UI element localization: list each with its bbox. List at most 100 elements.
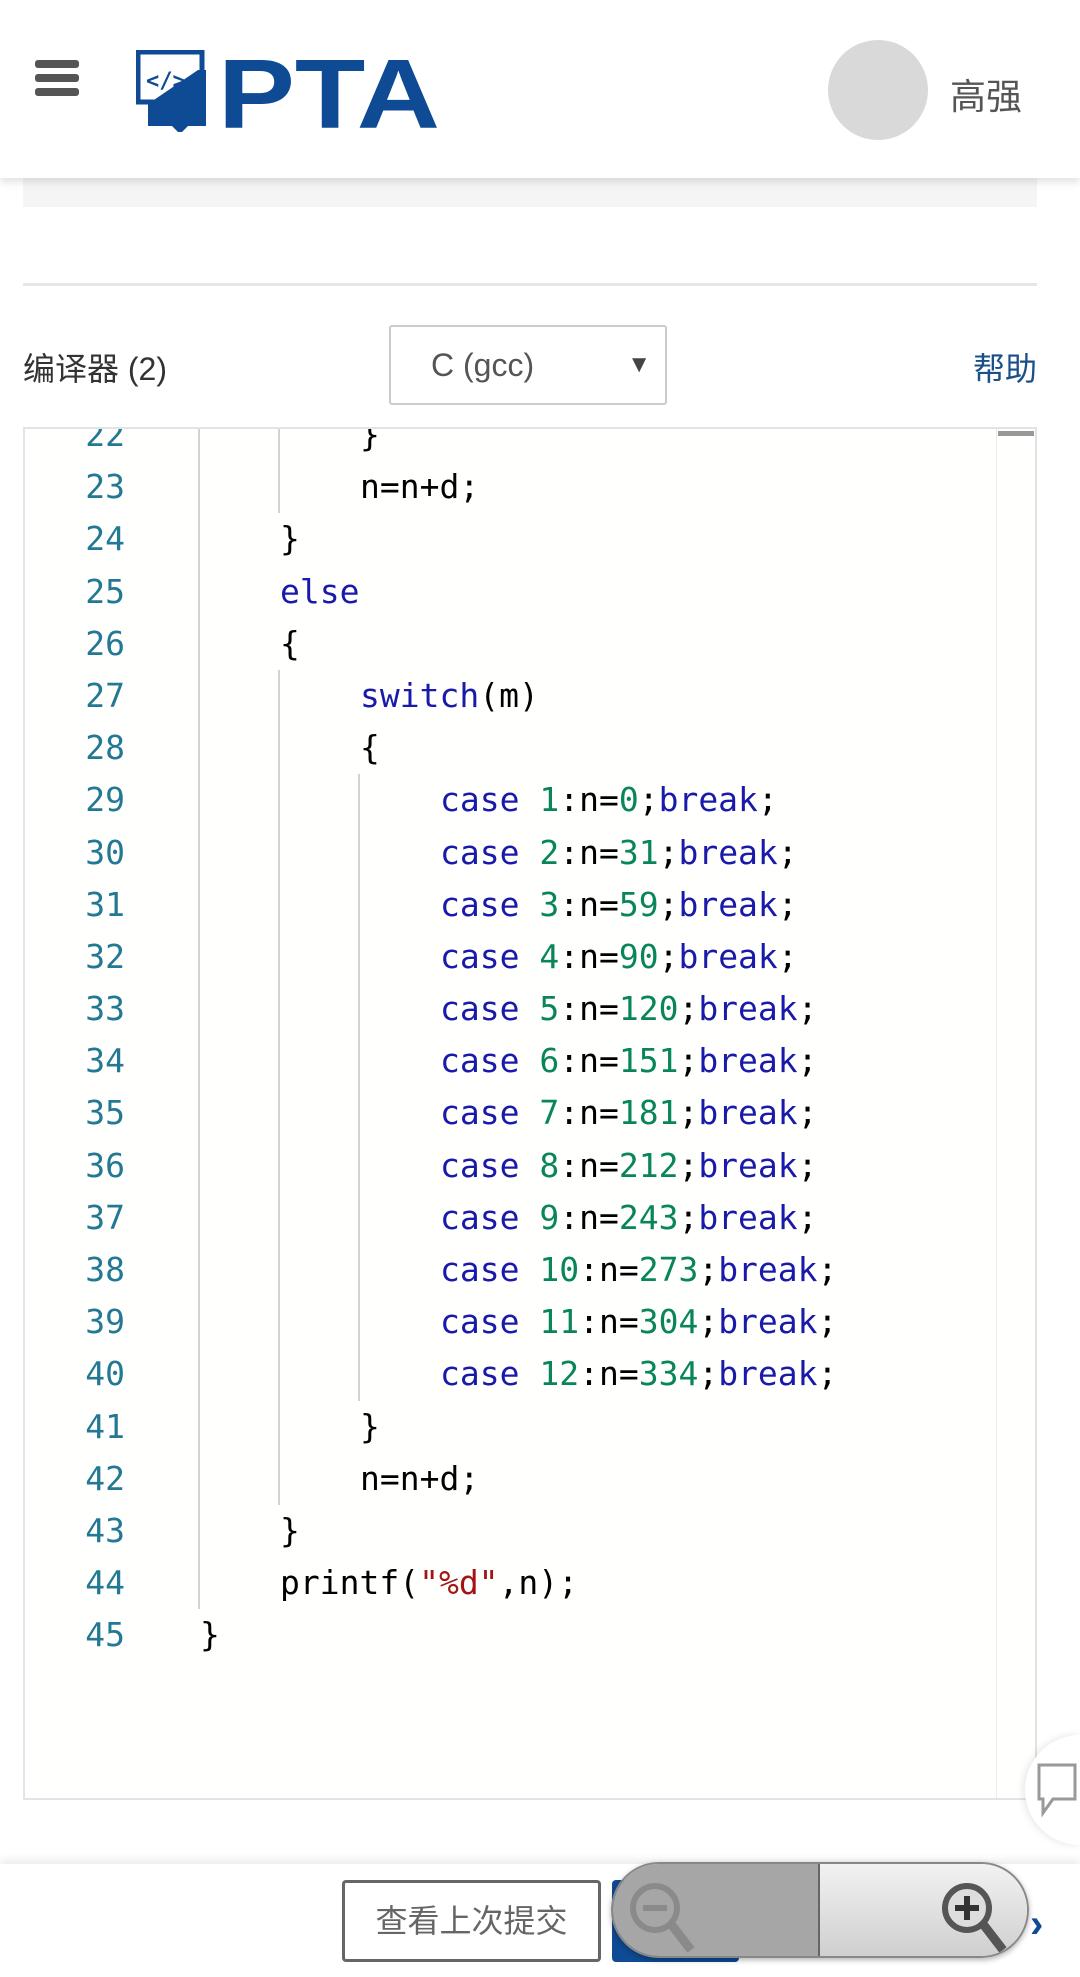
avatar[interactable] <box>828 40 928 140</box>
keyword-token: break <box>718 1302 818 1342</box>
indent-guide <box>278 930 280 984</box>
indent-guide <box>278 1035 280 1088</box>
keyword-token: case <box>440 936 540 976</box>
number-token: 11 <box>539 1302 580 1342</box>
indent-guide <box>198 826 200 879</box>
menu-icon[interactable] <box>35 60 79 96</box>
indent-guide <box>278 826 280 879</box>
view-last-submission-button[interactable]: 查看上次提交 <box>342 1880 601 1962</box>
line-number: 33 <box>85 989 125 1029</box>
indent-guide <box>198 1557 200 1610</box>
code-token: :n= <box>559 989 619 1029</box>
number-token: 2 <box>539 832 560 872</box>
code-token: :n= <box>579 1250 639 1289</box>
dropdown-arrow-icon: ▼ <box>627 351 651 378</box>
code-token: ; <box>797 1197 818 1237</box>
number-token: 5 <box>539 989 560 1029</box>
pta-logo[interactable]: </> PTA <box>135 39 446 149</box>
code-token: ; <box>777 936 798 976</box>
code-token: ; <box>698 1302 719 1342</box>
indent-guide <box>278 1139 280 1192</box>
keyword-token: switch <box>360 675 480 715</box>
keyword-token: else <box>280 571 360 611</box>
keyword-token: break <box>698 1041 798 1081</box>
line-number: 45 <box>85 1615 125 1655</box>
code-token: ; <box>797 1145 818 1185</box>
code-token: } <box>360 427 380 454</box>
code-token: ; <box>698 1354 719 1394</box>
line-number: 32 <box>85 936 125 976</box>
number-token: 273 <box>638 1250 699 1289</box>
keyword-token: case <box>440 780 540 820</box>
indent-guide <box>278 1296 280 1349</box>
line-number: 38 <box>85 1250 125 1289</box>
code-text: case 1:n=0;break; <box>440 774 778 826</box>
code-text: case 3:n=59;break; <box>440 879 798 931</box>
code-text: else <box>280 566 359 618</box>
code-token: n=n+d; <box>360 1458 480 1498</box>
string-token: "%d" <box>419 1563 499 1603</box>
line-number: 28 <box>85 728 125 768</box>
number-token: 120 <box>618 989 679 1029</box>
code-token: :n= <box>559 1197 619 1237</box>
code-token: :n= <box>579 1302 639 1342</box>
code-line: 45} <box>25 1609 995 1661</box>
keyword-token: case <box>440 1302 540 1342</box>
code-token: n=n+d; <box>360 467 480 507</box>
indent-guide <box>358 983 360 1036</box>
keyword-token: break <box>678 832 778 872</box>
line-number: 44 <box>85 1563 125 1603</box>
scrollbar-thumb[interactable] <box>998 431 1034 436</box>
compiler-select[interactable]: C (gcc) ▼ <box>389 325 667 405</box>
indent-guide <box>278 669 280 723</box>
code-text: switch(m) <box>360 670 539 722</box>
keyword-token: case <box>440 1041 540 1081</box>
indent-guide <box>278 1191 280 1244</box>
indent-guide <box>198 669 200 723</box>
code-token: ; <box>638 780 659 820</box>
code-token: } <box>200 1615 220 1655</box>
code-token: ; <box>658 936 679 976</box>
username[interactable]: 高强 <box>950 76 1023 117</box>
code-token: :n= <box>559 1093 619 1133</box>
indent-guide <box>198 1296 200 1349</box>
code-text: } <box>360 1401 380 1453</box>
divider <box>23 283 1037 286</box>
chevron-right-icon[interactable]: › <box>1030 1902 1044 1946</box>
indent-guide <box>198 565 200 618</box>
code-token: :n= <box>559 1145 619 1185</box>
indent-guide <box>198 1348 200 1401</box>
indent-guide <box>358 1191 360 1244</box>
code-text: printf("%d",n); <box>280 1557 578 1609</box>
compiler-selected-value: C (gcc) <box>431 347 535 383</box>
indent-guide <box>278 878 280 931</box>
indent-guide <box>198 774 200 827</box>
code-text: case 2:n=31;break; <box>440 827 798 879</box>
code-token: } <box>280 519 300 559</box>
zoom-out-button[interactable] <box>613 1864 820 1956</box>
feedback-icon <box>1037 1763 1077 1818</box>
keyword-token: case <box>440 884 540 924</box>
code-line: 41} <box>25 1400 995 1453</box>
line-number: 22 <box>85 427 125 454</box>
indent-guide <box>278 1452 280 1505</box>
number-token: 7 <box>539 1093 560 1133</box>
number-token: 9 <box>539 1197 560 1237</box>
keyword-token: break <box>658 780 758 820</box>
line-number: 24 <box>85 519 125 559</box>
code-text: } <box>280 1505 300 1557</box>
svg-text:PTA: PTA <box>218 50 440 132</box>
code-token: ; <box>777 884 798 924</box>
code-text: n=n+d; <box>360 461 479 513</box>
keyword-token: case <box>440 1145 540 1185</box>
help-link[interactable]: 帮助 <box>972 351 1037 387</box>
code-token: :n= <box>559 1041 619 1081</box>
zoom-in-button[interactable] <box>820 1864 1027 1956</box>
indent-guide <box>198 617 200 670</box>
keyword-token: case <box>440 832 540 872</box>
editor-scrollbar[interactable] <box>996 429 1035 1798</box>
